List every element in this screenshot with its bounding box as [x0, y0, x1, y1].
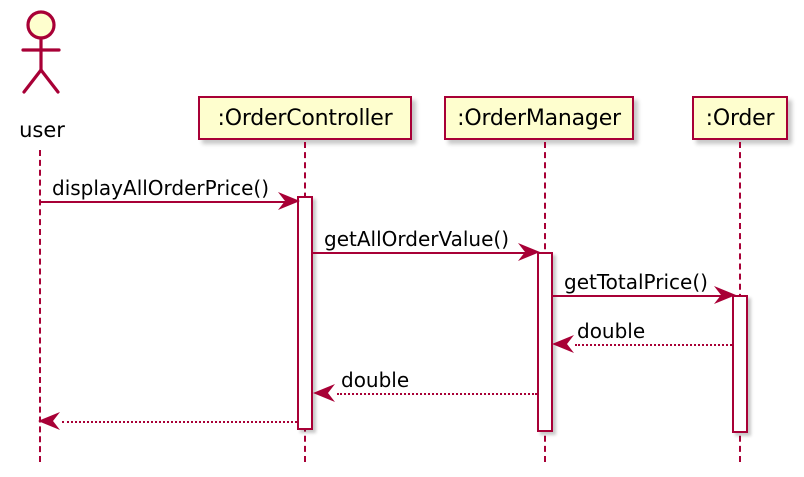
message-line-5 — [337, 393, 537, 395]
message-line-1 — [40, 201, 290, 203]
arrowhead-left-icon-5 — [313, 384, 335, 402]
message-label-5: double — [341, 368, 410, 392]
lifeline-user — [39, 150, 41, 462]
message-line-6 — [62, 421, 297, 423]
arrowhead-left-icon-6 — [38, 412, 60, 430]
message-line-4 — [575, 344, 732, 346]
message-label-3: getTotalPrice() — [564, 270, 708, 294]
participant-orderController[interactable]: :OrderController — [198, 96, 412, 140]
message-line-2 — [313, 252, 529, 254]
actor-user[interactable] — [10, 8, 74, 102]
activation-orderController — [297, 196, 313, 430]
actor-user-icon — [21, 10, 61, 94]
message-line-3 — [553, 295, 725, 297]
message-label-2: getAllOrderValue() — [324, 227, 509, 251]
arrowhead-right-icon-2 — [518, 243, 540, 261]
message-label-1: displayAllOrderPrice() — [52, 176, 270, 200]
activation-orderManager — [537, 252, 553, 432]
arrowhead-right-icon-1 — [278, 192, 300, 210]
actor-user-label: user — [19, 118, 65, 142]
arrowhead-left-icon-4 — [552, 335, 574, 353]
arrowhead-right-icon-3 — [714, 286, 736, 304]
participant-orderManager[interactable]: :OrderManager — [444, 96, 634, 140]
message-label-4: double — [577, 319, 646, 343]
activation-order — [732, 295, 748, 433]
participant-order[interactable]: :Order — [692, 96, 788, 140]
